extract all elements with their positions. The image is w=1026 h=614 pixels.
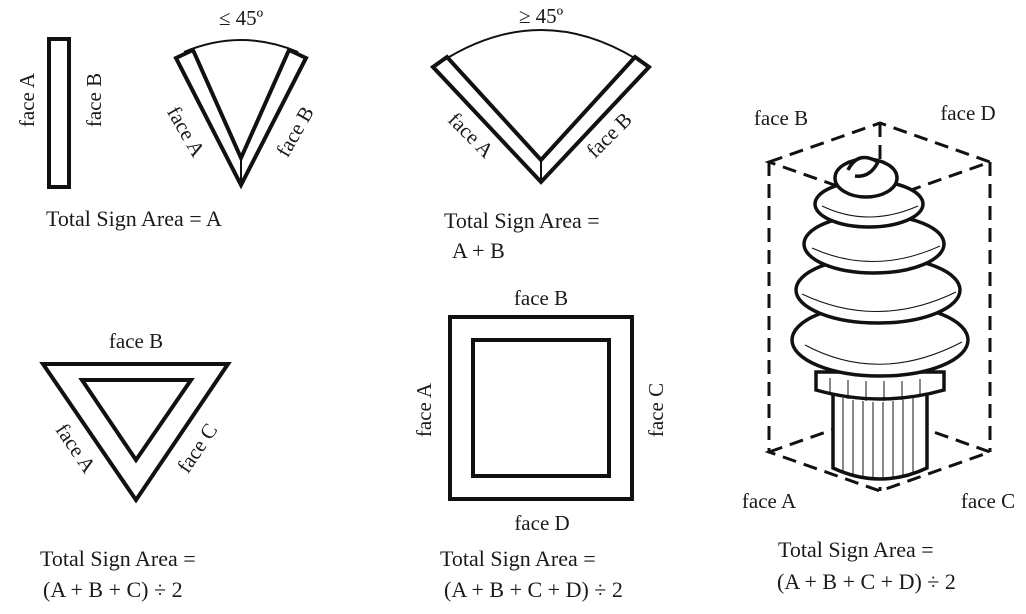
v-narrow-angle-label: ≤ 45º	[219, 6, 264, 30]
v-narrow-angle-arc	[184, 40, 298, 52]
sculpture-total-line1: Total Sign Area =	[778, 537, 934, 562]
v-wide-angle-arc	[441, 30, 641, 62]
square-face-b-label: face B	[514, 286, 568, 310]
square-sign-inner	[473, 340, 609, 476]
sculpture-cone	[816, 372, 944, 479]
single-panel-face-a-label: face A	[15, 72, 39, 127]
v-wide-total-line2: A + B	[452, 238, 505, 263]
triangle-total-line2: (A + B + C) ÷ 2	[43, 577, 183, 602]
sculpture-face-d-label: face D	[940, 101, 995, 125]
v-wide-angle-label: ≥ 45º	[519, 4, 564, 28]
square-face-d-label: face D	[514, 511, 569, 535]
sculpture-total-line2: (A + B + C + D) ÷ 2	[777, 569, 956, 594]
sculpture-face-a-label: face A	[742, 489, 797, 513]
square-face-c-label: face C	[644, 383, 668, 437]
single-panel-sign	[49, 39, 69, 187]
v-wide-total-line1: Total Sign Area =	[444, 208, 600, 233]
single-panel-face-b-label: face B	[82, 73, 106, 127]
triangle-diagram: face B face A face C Total Sign Area = (…	[40, 329, 228, 602]
square-diagram: face B face D face A face C Total Sign A…	[412, 286, 668, 602]
square-total-line2: (A + B + C + D) ÷ 2	[444, 577, 623, 602]
square-total-line1: Total Sign Area =	[440, 546, 596, 571]
sculpture-swirl	[792, 158, 968, 377]
sculpture-diagram: face B face D face A face C Total Sign A…	[742, 101, 1015, 594]
triangle-total-line1: Total Sign Area =	[40, 546, 196, 571]
v-wide-diagram: ≥ 45º face A face B Total Sign Area = A …	[433, 4, 649, 263]
sculpture-face-c-label: face C	[961, 489, 1015, 513]
sculpture-face-b-label: face B	[754, 106, 808, 130]
triangle-face-b-label: face B	[109, 329, 163, 353]
v-narrow-diagram: ≤ 45º face A face B	[162, 6, 319, 185]
square-face-a-label: face A	[412, 382, 436, 437]
single-panel-total-caption: Total Sign Area = A	[46, 206, 222, 231]
